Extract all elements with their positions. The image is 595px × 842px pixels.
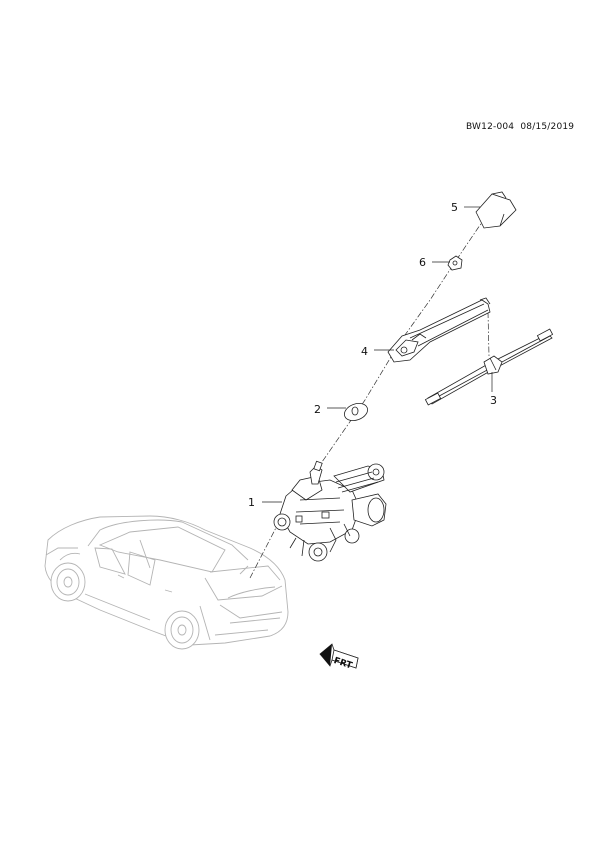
callout-5: 5 xyxy=(451,201,458,214)
diagram-date: 08/15/2019 xyxy=(520,122,575,132)
vehicle-outline xyxy=(44,515,289,650)
wiper-motor-part xyxy=(273,460,387,562)
small-nut-part xyxy=(447,255,463,271)
leader-lines xyxy=(262,206,493,503)
wiper-arm-part xyxy=(387,297,491,363)
front-direction-arrow-icon: FRT xyxy=(319,643,359,672)
callout-1: 1 xyxy=(248,496,255,509)
cover-cap-part xyxy=(475,191,517,229)
diagram-ref-code: BW12-004 xyxy=(466,122,515,132)
callout-6: 6 xyxy=(419,256,426,269)
callout-4: 4 xyxy=(361,345,368,358)
wiper-blade-part xyxy=(424,328,554,406)
diagram-reference: BW12-004 08/15/2019 xyxy=(466,122,574,132)
nut-part xyxy=(343,403,369,421)
callout-2: 2 xyxy=(314,403,321,416)
callout-3: 3 xyxy=(490,394,497,407)
